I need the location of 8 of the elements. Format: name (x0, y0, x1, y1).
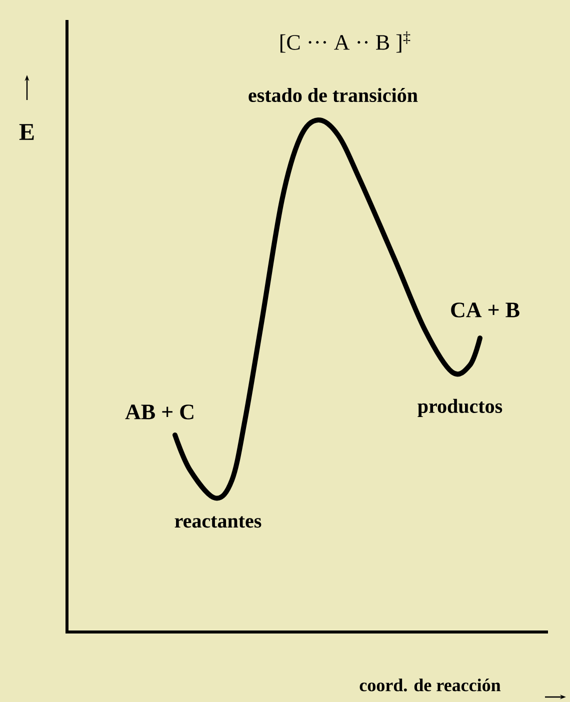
curve-label: AB + C (125, 404, 194, 420)
curve-label: [C ··· A ·· B ]$^{‡}$ (280, 31, 410, 53)
curve-label: productos (418, 398, 502, 418)
axis-label: E (19, 124, 34, 140)
curve-label: CA + B (451, 302, 520, 318)
curve-label: estado de transición (248, 88, 418, 102)
axis-label: coord. de reacción (360, 678, 501, 692)
curve-label: reactantes (174, 516, 262, 528)
